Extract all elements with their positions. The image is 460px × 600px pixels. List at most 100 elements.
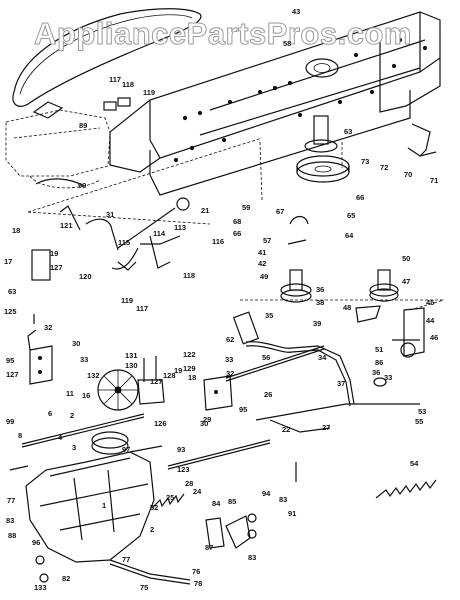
callout-37: 37 [337, 379, 345, 388]
callout-48: 48 [343, 303, 351, 312]
callout-52: 52 [150, 503, 158, 512]
shift-lever [232, 311, 355, 433]
callout-120: 120 [79, 272, 92, 281]
callout-36: 36 [316, 285, 324, 294]
callout-58: 58 [283, 39, 291, 48]
callout-41: 41 [258, 248, 266, 257]
callout-72: 72 [380, 163, 388, 172]
callout-51: 51 [375, 345, 383, 354]
callout-6: 6 [48, 409, 52, 418]
callout-89: 89 [79, 121, 87, 130]
callout-55: 55 [415, 417, 423, 426]
callout-36b: 36 [372, 368, 380, 377]
callout-86: 86 [375, 358, 383, 367]
main-frame [103, 11, 441, 196]
callout-32b: 32 [226, 369, 234, 378]
callout-126: 126 [154, 419, 167, 428]
callout-18: 18 [12, 226, 20, 235]
callout-71: 71 [430, 176, 438, 185]
callout-31: 31 [106, 210, 114, 219]
callout-44: 44 [426, 316, 435, 325]
callout-45: 45 [426, 298, 434, 307]
lift-linkage [31, 197, 190, 324]
watermark: AppliancePartsPros.com [34, 16, 412, 51]
callout-131: 131 [125, 351, 138, 360]
callout-127c: 127 [150, 377, 163, 386]
callout-30b: 30 [200, 419, 208, 428]
callout-66b: 66 [233, 229, 241, 238]
callout-127b: 127 [6, 370, 19, 379]
callout-39: 39 [313, 319, 321, 328]
callout-83c: 83 [248, 553, 256, 562]
callout-95a: 95 [6, 356, 14, 365]
callout-128: 128 [163, 371, 176, 380]
callout-91: 91 [288, 509, 296, 518]
callout-75: 75 [140, 583, 148, 592]
callout-64: 64 [345, 231, 354, 240]
callout-125: 125 [4, 307, 17, 316]
pulley-stack [280, 115, 399, 303]
phantom-lines [27, 137, 445, 311]
callout-68: 68 [233, 217, 241, 226]
callout-78: 78 [194, 579, 202, 588]
cooling-fan [97, 369, 139, 411]
callout-59: 59 [242, 203, 250, 212]
callout-116: 116 [212, 237, 224, 246]
callout-8: 8 [18, 431, 22, 440]
callout-70: 70 [404, 170, 412, 179]
callout-63b: 63 [8, 287, 16, 296]
callout-4: 4 [58, 433, 63, 442]
callout-85: 85 [228, 497, 236, 506]
callout-117: 117 [109, 75, 121, 84]
callout-114: 114 [153, 229, 166, 238]
drive-belt [12, 8, 202, 107]
callout-62: 62 [226, 335, 234, 344]
callout-57: 57 [263, 236, 271, 245]
callout-35: 35 [265, 311, 273, 320]
callout-19b: 19 [174, 366, 182, 375]
callout-118: 118 [122, 80, 134, 89]
callout-33c: 33 [384, 373, 392, 382]
callout-32a: 32 [44, 323, 52, 332]
callout-28: 28 [185, 479, 193, 488]
callout-123: 123 [177, 465, 190, 474]
callout-49: 49 [260, 272, 268, 281]
callout-82: 82 [62, 574, 70, 583]
callout-95b: 95 [239, 405, 247, 414]
callout-88: 88 [8, 531, 16, 540]
callout-118b: 118 [183, 271, 195, 280]
callout-130: 130 [125, 361, 138, 370]
callout-127: 127 [50, 263, 63, 272]
callout-43: 43 [292, 7, 300, 16]
callout-83b: 83 [6, 516, 14, 525]
callout-24: 24 [193, 487, 202, 496]
callout-25: 25 [166, 493, 174, 502]
callout-34: 34 [318, 353, 327, 362]
callout-53: 53 [418, 407, 426, 416]
callout-65: 65 [347, 211, 355, 220]
left-plates [27, 329, 233, 411]
callout-19: 19 [50, 249, 58, 258]
callout-83a: 83 [279, 495, 287, 504]
callout-99: 99 [78, 181, 86, 190]
callout-33b: 33 [225, 355, 233, 364]
callout-117b: 117 [136, 304, 148, 313]
callout-122: 122 [183, 350, 196, 359]
callout-42: 42 [258, 259, 266, 268]
callout-119b: 119 [121, 296, 133, 305]
callout-67: 67 [276, 207, 284, 216]
callout-18b: 18 [188, 373, 196, 382]
callout-27: 27 [322, 423, 330, 432]
callout-77b: 77 [122, 555, 130, 564]
callout-63: 63 [344, 127, 352, 136]
callout-2b: 2 [150, 525, 154, 534]
callout-77a: 77 [7, 496, 15, 505]
callout-133: 133 [34, 583, 47, 592]
callout-73: 73 [361, 157, 369, 166]
callout-119: 119 [143, 88, 155, 97]
springs [151, 479, 437, 509]
lower-brackets [205, 462, 297, 549]
callout-38: 38 [316, 298, 324, 307]
callout-87: 87 [205, 543, 213, 552]
